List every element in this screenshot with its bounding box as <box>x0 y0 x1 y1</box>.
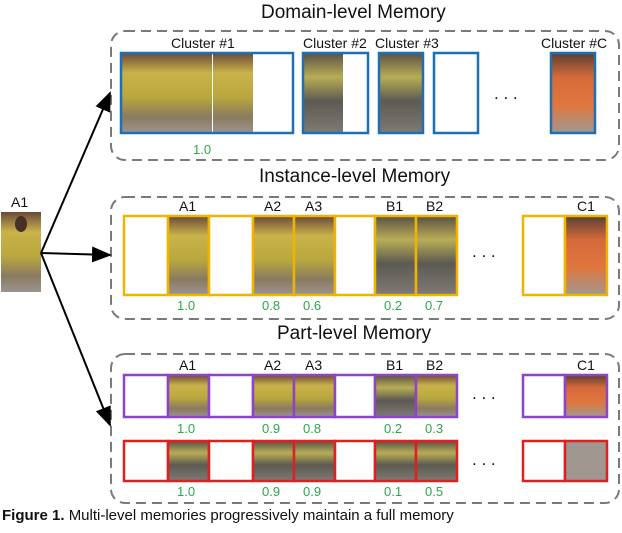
instance-ellipsis: . . . <box>472 242 496 261</box>
part-upper-score-a2: 0.9 <box>262 421 281 436</box>
domain-cluster-3-box <box>377 51 425 135</box>
domain-cluster-2-box <box>301 51 370 135</box>
instance-title: Instance-level Memory <box>259 166 451 187</box>
part-lower-score-b1: 0.1 <box>384 484 403 499</box>
instance-label-b1: B1 <box>386 198 404 214</box>
query-label: A1 <box>11 194 29 210</box>
instance-label-a1: A1 <box>179 198 197 214</box>
instance-label-b2: B2 <box>426 198 444 214</box>
query-image <box>1 212 41 292</box>
figure-caption: Figure 1. Multi-level memories progressi… <box>2 507 454 524</box>
part-upper-score-b1: 0.2 <box>384 421 403 436</box>
domain-title: Domain-level Memory <box>261 2 446 23</box>
arrow-to-part <box>40 252 111 427</box>
part-label-a3: A3 <box>305 357 323 373</box>
domain-cluster-c-box <box>549 51 597 135</box>
instance-frame <box>110 196 620 320</box>
part-lower-score-a3: 0.9 <box>303 484 322 499</box>
part-label-a1: A1 <box>179 357 197 373</box>
cluster-label-c: Cluster #C <box>541 35 608 51</box>
part-upper-ellipsis: . . . <box>472 384 496 403</box>
part-label-b2: B2 <box>426 357 444 373</box>
part-label-b1: B1 <box>386 357 404 373</box>
domain-score: 1.0 <box>193 142 212 157</box>
arrow-to-domain <box>40 91 111 254</box>
cluster-label-1: Cluster #1 <box>171 35 235 51</box>
instance-score-a1: 1.0 <box>177 298 196 313</box>
caption-text: Multi-level memories progressively maint… <box>68 507 454 524</box>
domain-frame <box>110 30 620 161</box>
caption-label: Figure 1. <box>2 507 65 524</box>
part-lower-score-b2: 0.5 <box>425 484 444 499</box>
instance-score-a3: 0.6 <box>303 298 322 313</box>
domain-cluster-1-box <box>119 51 295 135</box>
arrow-to-instance <box>40 246 112 263</box>
part-title: Part-level Memory <box>277 323 432 344</box>
instance-score-b1: 0.2 <box>384 298 403 313</box>
part-lower-ellipsis: . . . <box>472 450 496 469</box>
instance-score-b2: 0.7 <box>425 298 444 313</box>
part-upper-score-b2: 0.3 <box>425 421 444 436</box>
part-frame <box>110 353 620 504</box>
domain-empty-box <box>432 51 480 135</box>
part-lower-score-a2: 0.9 <box>262 484 281 499</box>
part-label-a2: A2 <box>264 357 282 373</box>
part-label-c1: C1 <box>577 357 595 373</box>
part-upper-score-a3: 0.8 <box>303 421 322 436</box>
instance-label-a3: A3 <box>305 198 323 214</box>
cluster-label-3: Cluster #3 <box>375 35 439 51</box>
part-lower-row <box>122 439 609 483</box>
domain-ellipsis: . . . <box>494 84 518 103</box>
part-upper-score-a1: 1.0 <box>177 421 196 436</box>
instance-label-a2: A2 <box>264 198 282 214</box>
instance-label-c1: C1 <box>577 198 595 214</box>
cluster-label-2: Cluster #2 <box>303 35 367 51</box>
part-upper-row <box>122 373 609 419</box>
instance-row <box>122 214 609 297</box>
part-lower-score-a1: 1.0 <box>177 484 196 499</box>
instance-score-a2: 0.8 <box>262 298 281 313</box>
